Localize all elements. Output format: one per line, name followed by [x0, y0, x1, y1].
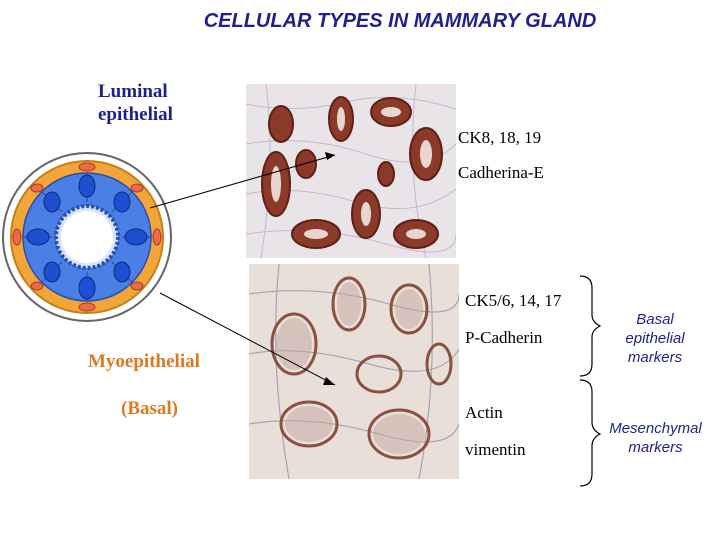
myoepithelial-nuclei — [12, 162, 162, 312]
basal-label-line1: Basal — [636, 311, 674, 328]
mesenchymal-label-line2: markers — [628, 439, 683, 456]
lower-marker-4: vimentin — [465, 440, 526, 459]
luminal-label-line2: epithelial — [98, 104, 173, 125]
luminal-epithelial-label: Luminal epithelial — [98, 80, 173, 126]
basal-histology-image — [249, 264, 459, 479]
lower-marker-3: Actin — [465, 403, 503, 422]
slide-title: CELLULAR TYPES IN MAMMARY GLAND — [203, 10, 597, 32]
basal-bracket — [579, 275, 602, 377]
basal-label-line2: epithelial — [625, 330, 685, 347]
luminal-arrow — [149, 154, 336, 209]
myoepithelial-arrow — [159, 292, 336, 386]
basal-label: (Basal) — [121, 398, 178, 419]
basal-label-line3: markers — [627, 349, 683, 366]
upper-marker-1: CK8, 18, 19 — [458, 128, 542, 147]
upper-marker-2: Cadherina-E — [458, 163, 544, 182]
luminal-label-line1: Luminal — [98, 81, 168, 102]
mesenchymal-bracket — [579, 379, 602, 487]
lower-marker-1: CK5/6, 14, 17 — [465, 291, 562, 310]
mesenchymal-markers-label: Mesenchymal markers — [598, 419, 713, 457]
lower-marker-2: P-Cadherin — [465, 328, 543, 347]
basal-epithelial-markers-label: Basal epithelial markers — [612, 310, 698, 367]
myoepithelial-label: Myoepithelial — [88, 351, 200, 372]
mesenchymal-label-line1: Mesenchymal — [609, 420, 702, 437]
luminal-nuclei — [26, 174, 148, 300]
luminal-arrowhead — [325, 152, 335, 160]
myoepithelial-arrowhead — [323, 377, 335, 385]
luminal-histology-image — [246, 84, 456, 258]
